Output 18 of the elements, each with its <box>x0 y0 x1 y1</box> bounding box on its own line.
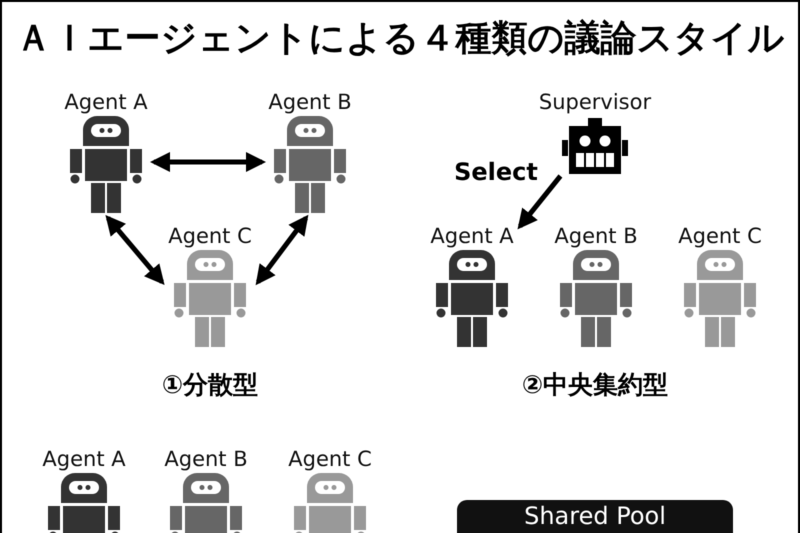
agent-label: Agent A <box>429 224 515 248</box>
pool-box: Shared Pool <box>457 500 733 533</box>
agent-label: Agent A <box>63 90 149 114</box>
title: ＡＩエージェントによる４種類の議論スタイル <box>14 17 786 61</box>
agent-label: Agent B <box>163 447 249 471</box>
caption: ①分散型 <box>162 369 258 401</box>
arrow <box>105 214 165 286</box>
agent-label: Agent B <box>553 224 639 248</box>
caption: ②中央集約型 <box>522 369 668 401</box>
arrow <box>518 174 562 230</box>
agent-label: Agent C <box>167 224 253 248</box>
arrow <box>256 214 308 286</box>
agent-label: Supervisor <box>538 90 652 114</box>
agent-label: Agent A <box>41 447 127 471</box>
agent-label: Agent C <box>287 447 373 471</box>
agent-label: Agent C <box>677 224 763 248</box>
arrow <box>150 152 266 172</box>
agent-label: Agent B <box>267 90 353 114</box>
